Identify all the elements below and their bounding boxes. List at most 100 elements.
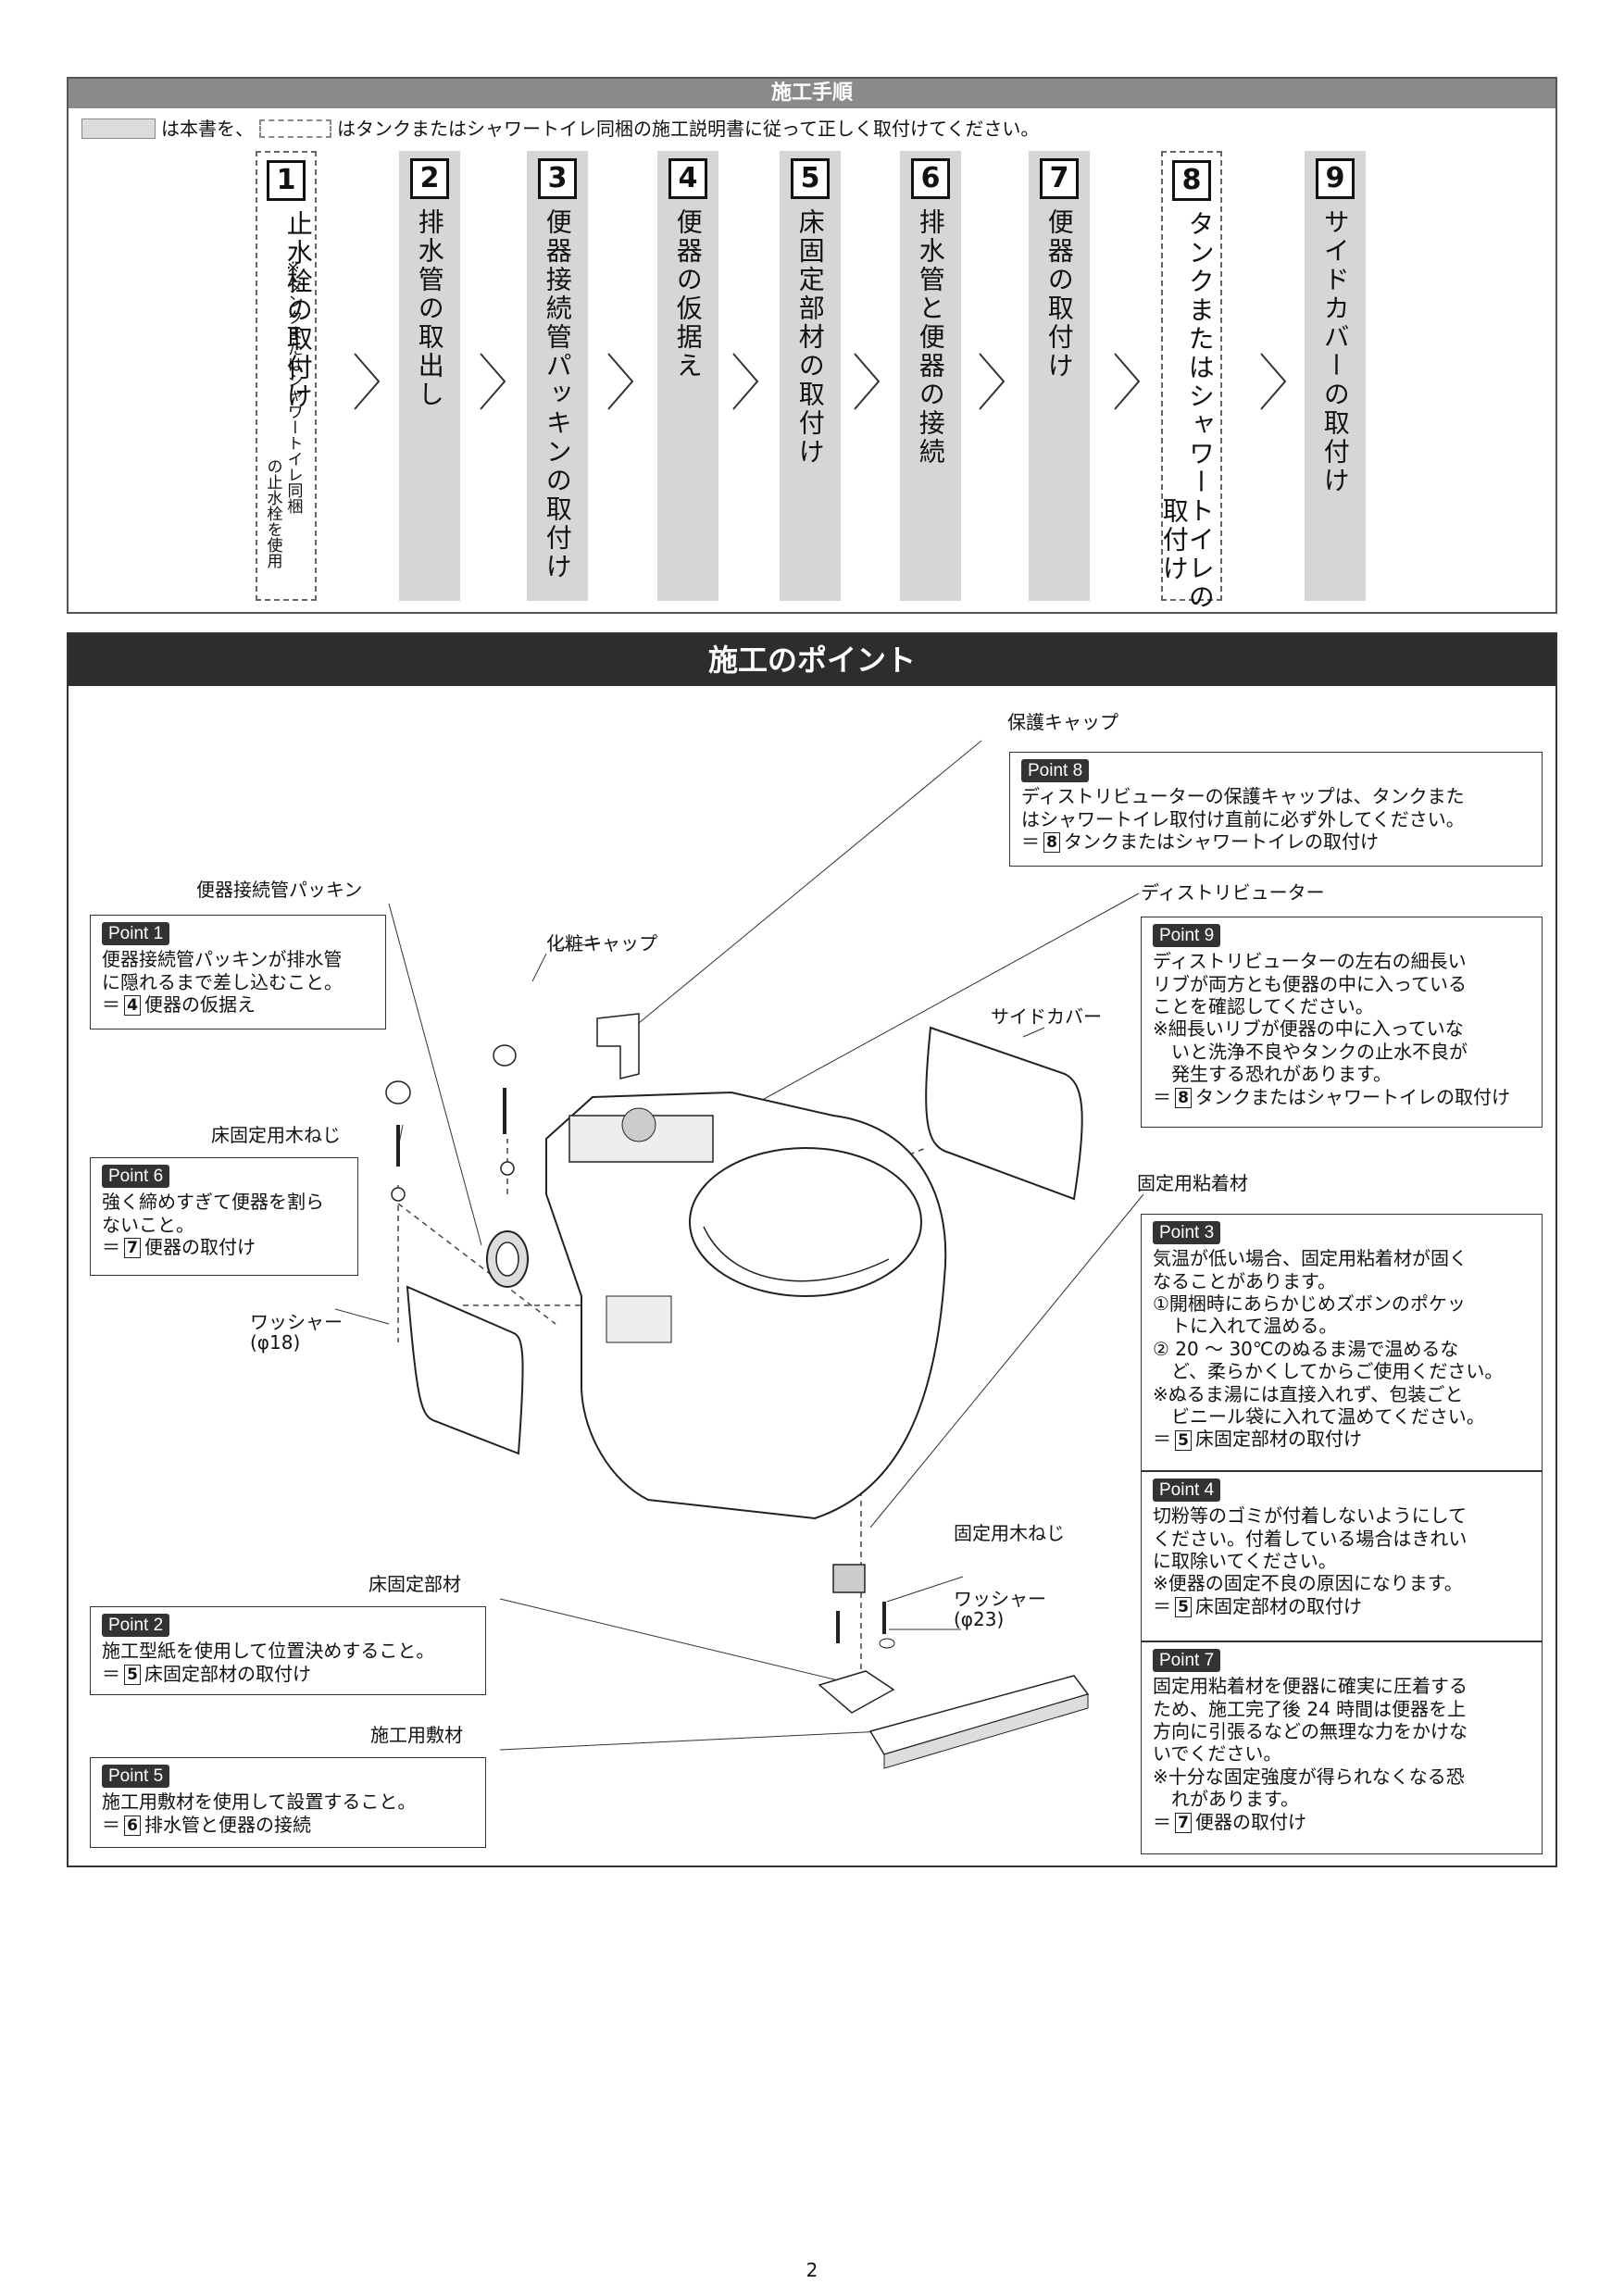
procedure-section: 施工手順 は本書を、 はタンクまたはシャワートイレ同梱の施工説明書に従って正しく… <box>67 77 1557 614</box>
points-section: 施工のポイント <box>67 632 1557 1867</box>
point-9-line-1: ディストリビューターの左右の細長い <box>1153 950 1467 973</box>
step-1: 1 止水栓の取付け ※タンクまたはシャワートイレ同梱 の止水栓を使用 <box>256 151 317 601</box>
chevron-icon <box>1114 353 1141 410</box>
point-1-badge: Point 1 <box>102 922 170 946</box>
step-5: 5 床固定部材の取付け <box>780 151 841 601</box>
ref-step-text: 床固定部材の取付け <box>144 1662 311 1685</box>
ref-step-number: 5 <box>1175 1429 1192 1451</box>
point-7-line-2: ため、施工完了後 24 時間は便器を上 <box>1153 1697 1467 1720</box>
ref-step-text: 床固定部材の取付け <box>1195 1428 1362 1451</box>
step-5-text: 床固定部材の取付け <box>794 208 826 467</box>
point-9-box: Point 9 ディストリビューターの左右の細長い リブが両方とも便器の中に入っ… <box>1141 917 1543 1128</box>
point-9-line-6: 発生する恐れがあります。 <box>1153 1063 1392 1086</box>
ref-eq: ＝ <box>1153 1594 1171 1617</box>
point-3-line-2: なることがあります。 <box>1153 1269 1336 1292</box>
step-6: 6 排水管と便器の接続 <box>900 151 961 601</box>
step-7: 7 便器の取付け <box>1029 151 1090 601</box>
label-fix-wood-screw: 固定用木ねじ <box>954 1522 1065 1544</box>
ref-step-number: 5 <box>1175 1597 1192 1618</box>
point-7-line-4: いでください。 <box>1153 1742 1282 1766</box>
point-3-badge: Point 3 <box>1153 1221 1221 1245</box>
ref-eq: ＝ <box>1153 1810 1171 1833</box>
label-washer-23-size: (φ23) <box>954 1608 1005 1630</box>
step-7-text: 便器の取付け <box>1043 208 1075 381</box>
label-gasket: 便器接続管パッキン <box>196 879 363 901</box>
step-3-text: 便器接続管パッキンの取付け <box>542 208 573 581</box>
step-8-text: タンクまたはシャワートイレの <box>1184 210 1216 612</box>
ref-eq: ＝ <box>102 992 120 1016</box>
point-4-badge: Point 4 <box>1153 1479 1221 1503</box>
procedure-legend: は本書を、 はタンクまたはシャワートイレ同梱の施工説明書に従って正しく取付けてく… <box>81 116 1039 142</box>
point-5-line-1: 施工用敷材を使用して設置すること。 <box>102 1791 417 1814</box>
point-4-line-1: 切粉等のゴミが付着しないようにして <box>1153 1504 1467 1528</box>
step-8-text-2: 取付け <box>1158 497 1190 583</box>
step-2: 2 排水管の取出し <box>399 151 460 601</box>
ref-step-number: 6 <box>124 1816 141 1837</box>
ref-eq: ＝ <box>1153 1085 1171 1108</box>
step-4-text: 便器の仮据え <box>672 208 704 381</box>
point-7-line-3: 方向に引張るなどの無理な力をかけな <box>1153 1719 1468 1742</box>
legend-text-2: はタンクまたはシャワートイレ同梱の施工説明書に従って正しく取付けてください。 <box>337 118 1040 140</box>
point-3-box: Point 3 気温が低い場合、固定用粘着材が固く なることがあります。 ①開梱… <box>1141 1214 1543 1471</box>
step-7-number: 7 <box>1040 158 1079 199</box>
ref-step-text: タンクまたはシャワートイレの取付け <box>1064 830 1379 853</box>
step-6-number: 6 <box>911 158 950 199</box>
point-7-box: Point 7 固定用粘着材を便器に確実に圧着する ため、施工完了後 24 時間… <box>1141 1641 1543 1854</box>
page-number: 2 <box>806 2259 818 2281</box>
point-7-line-1: 固定用粘着材を便器に確実に圧着する <box>1153 1675 1468 1698</box>
point-1-line-1: 便器接続管パッキンが排水管 <box>102 948 343 971</box>
step-1-number: 1 <box>267 160 306 201</box>
chevron-icon <box>480 353 506 410</box>
ref-eq: ＝ <box>102 1235 120 1258</box>
step-1-note-1: ※タンクまたはシャワートイレ同梱 <box>283 259 303 514</box>
point-3-line-7: ※ぬるま湯には直接入れず、包装ごと <box>1153 1382 1464 1405</box>
point-3-line-6: ど、柔らかくしてからご使用ください。 <box>1153 1360 1504 1383</box>
chevron-icon <box>607 353 634 410</box>
point-3-line-4: トに入れて温める。 <box>1153 1315 1338 1338</box>
legend-text-1: は本書を、 <box>161 118 254 140</box>
step-8: 8 タンクまたはシャワートイレの 取付け <box>1158 151 1222 612</box>
step-8-number: 8 <box>1172 160 1211 201</box>
point-8-box: Point 8 ディストリビューターの保護キャップは、タンクまた はシャワートイ… <box>1009 752 1543 867</box>
point-9-line-3: ことを確認してください。 <box>1153 994 1374 1017</box>
ref-eq: ＝ <box>1153 1428 1171 1451</box>
ref-step-number: 7 <box>1175 1813 1192 1834</box>
point-8-line-2: はシャワートイレ取付け直前に必ず外してください。 <box>1021 807 1465 830</box>
legend-gray-swatch <box>81 119 156 139</box>
ref-step-text: タンクまたはシャワートイレの取付け <box>1195 1085 1510 1108</box>
step-3: 3 便器接続管パッキンの取付け <box>527 151 588 601</box>
label-washer-23: ワッシャー <box>954 1588 1046 1610</box>
legend-dashed-swatch <box>259 119 331 138</box>
label-washer-18-size: (φ18) <box>250 1331 301 1354</box>
chevron-icon <box>732 353 759 410</box>
point-3-line-3: ①開梱時にあらかじめズボンのポケッ <box>1153 1292 1466 1315</box>
step-2-text: 排水管の取出し <box>414 208 445 409</box>
step-6-text: 排水管と便器の接続 <box>915 208 946 467</box>
ref-step-text: 便器の仮据え <box>144 992 256 1016</box>
ref-step-number: 8 <box>1175 1088 1192 1109</box>
step-1-text: 止水栓の取付け <box>282 210 314 411</box>
label-adhesive: 固定用粘着材 <box>1137 1172 1248 1194</box>
chevron-icon <box>354 353 381 410</box>
point-7-line-5: ※十分な固定強度が得られなくなる恐 <box>1153 1765 1465 1788</box>
point-3-line-8: ビニール袋に入れて温めてください。 <box>1153 1404 1485 1428</box>
ref-step-text: 便器の取付け <box>1195 1810 1306 1833</box>
point-9-line-4: ※細長いリブが便器の中に入っていな <box>1153 1017 1464 1041</box>
label-decor-cap: 化粧キャップ <box>546 932 657 955</box>
point-7-badge: Point 7 <box>1153 1649 1221 1673</box>
label-side-cover: サイドカバー <box>991 1005 1102 1028</box>
ref-eq: ＝ <box>102 1813 120 1836</box>
step-3-number: 3 <box>538 158 577 199</box>
point-8-line-1: ディストリビューターの保護キャップは、タンクまた <box>1021 785 1465 808</box>
point-8-badge: Point 8 <box>1021 759 1090 783</box>
step-4-number: 4 <box>668 158 707 199</box>
step-1-note-2: の止水栓を使用 <box>263 458 282 568</box>
